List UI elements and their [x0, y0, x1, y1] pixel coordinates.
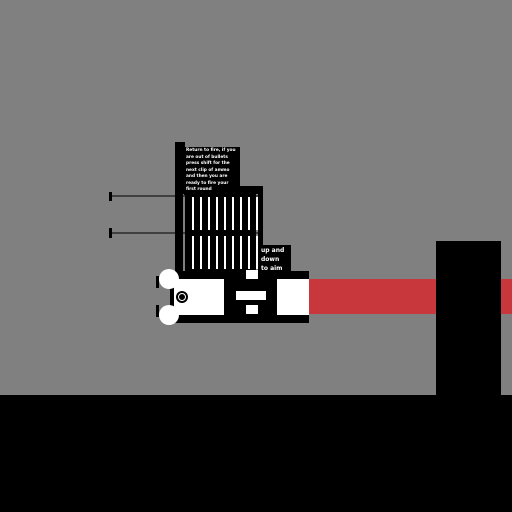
ammo-round	[256, 197, 258, 230]
ammo-round	[200, 236, 202, 269]
ammo-round	[200, 197, 202, 230]
laser-beam-segment-left	[309, 279, 436, 314]
ammo-magazine	[180, 186, 263, 272]
laser-beam	[309, 279, 512, 314]
aim-guide-upper-end	[109, 192, 112, 201]
ammo-round	[240, 236, 242, 269]
wheel-bracket-top	[156, 276, 159, 288]
ammo-round	[224, 236, 226, 269]
ammo-round	[216, 236, 218, 269]
turret-pivot-ring	[178, 293, 186, 301]
black-pillar-obstacle	[436, 241, 501, 395]
ground	[0, 395, 512, 512]
turret-pivot-icon	[176, 291, 188, 303]
ammo-round	[240, 197, 242, 230]
ammo-round	[224, 197, 226, 230]
turret-top-notch	[246, 270, 258, 279]
ammo-round	[256, 236, 258, 269]
laser-beam-segment-right	[501, 279, 512, 314]
turret-center-slot	[236, 291, 266, 300]
ammo-round	[216, 197, 218, 230]
aim-tip: up and down to aim	[259, 245, 291, 274]
ammo-round	[192, 197, 194, 230]
turret-barrel-muzzle	[277, 279, 309, 315]
turret-wheel-bottom	[159, 305, 179, 325]
aim-guide-lower-end	[109, 228, 112, 238]
ammo-round	[232, 197, 234, 230]
turret-bottom-notch	[246, 305, 258, 314]
ammo-round	[232, 236, 234, 269]
ammo-round	[208, 197, 210, 230]
turret-wheel-top	[159, 269, 179, 289]
player-turret[interactable]	[108, 140, 313, 330]
ammo-round	[192, 236, 194, 269]
ammo-round	[248, 236, 250, 269]
ammo-round	[248, 197, 250, 230]
fire-reload-tip: Return to fire, if you are out of bullet…	[184, 147, 240, 195]
ammo-round	[208, 236, 210, 269]
wheel-bracket-bottom	[156, 305, 159, 317]
